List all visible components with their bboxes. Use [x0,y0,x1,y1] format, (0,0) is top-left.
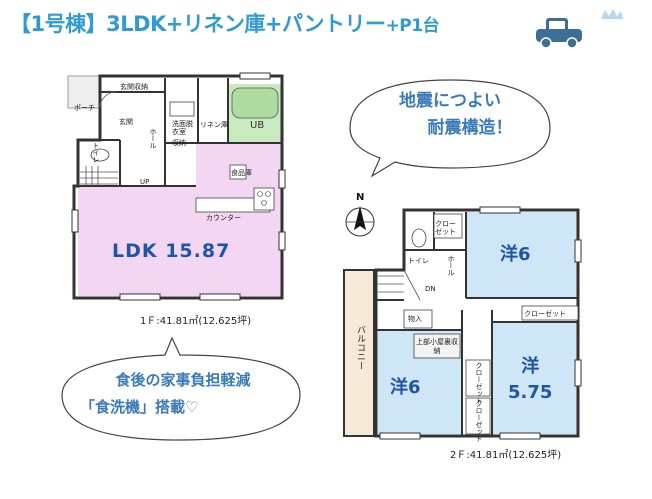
label-toilet-2f: トイレ [408,257,429,265]
bubble-bottom-line2: 「食洗機」搭載♡ [80,398,199,416]
label-hall: ホール [149,128,157,149]
north-arrow [345,206,375,237]
bubble-bottom-line1: 食後の家事負担軽減 [115,371,251,389]
label-storage-2f: 物入 [408,315,422,323]
car-icon [536,18,582,49]
floor2-plan [343,206,582,440]
floor2-area: 2Ｆ:41.81㎡(12.625坪) [450,450,562,461]
label-counter: カウンター [206,214,241,222]
north-label: N [356,192,365,203]
label-entrance-storage: 玄関収納 [120,83,148,91]
label-closet-3: クローゼット [475,362,483,404]
speech-bubble-bottom [61,336,301,441]
label-closet-2: クローゼット [524,310,566,318]
page-title: 【1号棟】3LDK+リネン庫+パントリー+P1台 [10,8,440,38]
label-porch: ポーチ [74,104,95,112]
label-entrance: 玄関 [119,118,133,126]
label-hall-2f: ホール [447,255,455,276]
room-western575: 洋 5.75 [508,354,552,406]
label-washroom: 洗面脱衣室 [172,120,193,136]
title-suffix: +P1台 [385,16,440,36]
bubble-top-text: 地震につよい 耐震構造！ [350,88,550,142]
room-western575-name: 洋 [521,356,540,377]
floor1-plan [67,72,286,301]
label-toilet: トイレ [92,142,100,163]
room-western6-b: 洋6 [390,377,421,398]
floor1-area: 1Ｆ:41.81㎡(12.625坪) [140,316,252,327]
label-balcony: バルコニー [355,325,365,370]
decor-wave-icon [601,9,623,19]
bubble-bottom-text: 食後の家事負担軽減 「食洗機」搭載♡ [68,367,298,421]
label-storage: 収納 [172,139,186,147]
room-western6-a: 洋6 [500,244,531,265]
label-linen: リネン庫 [200,121,228,129]
label-closet-4: クローゼット [475,400,483,442]
title-main: 【1号棟】3LDK+リネン庫+パントリー [10,12,386,36]
speech-bubble-top [349,79,551,178]
room-western575-size: 5.75 [508,382,553,403]
label-pantry: 食品庫 [231,169,252,177]
room-ldk-label: LDK 15.87 [112,240,231,262]
bubble-top-line2: 耐震構造！ [427,118,513,138]
bubble-top-line1: 地震につよい [399,91,501,111]
label-dn: DN [425,285,436,293]
label-attic: 上部小屋裏収納 [416,338,458,355]
label-closet-1: クローゼット [435,220,456,236]
label-ub: UB [250,120,265,131]
label-up: UP [140,178,150,186]
